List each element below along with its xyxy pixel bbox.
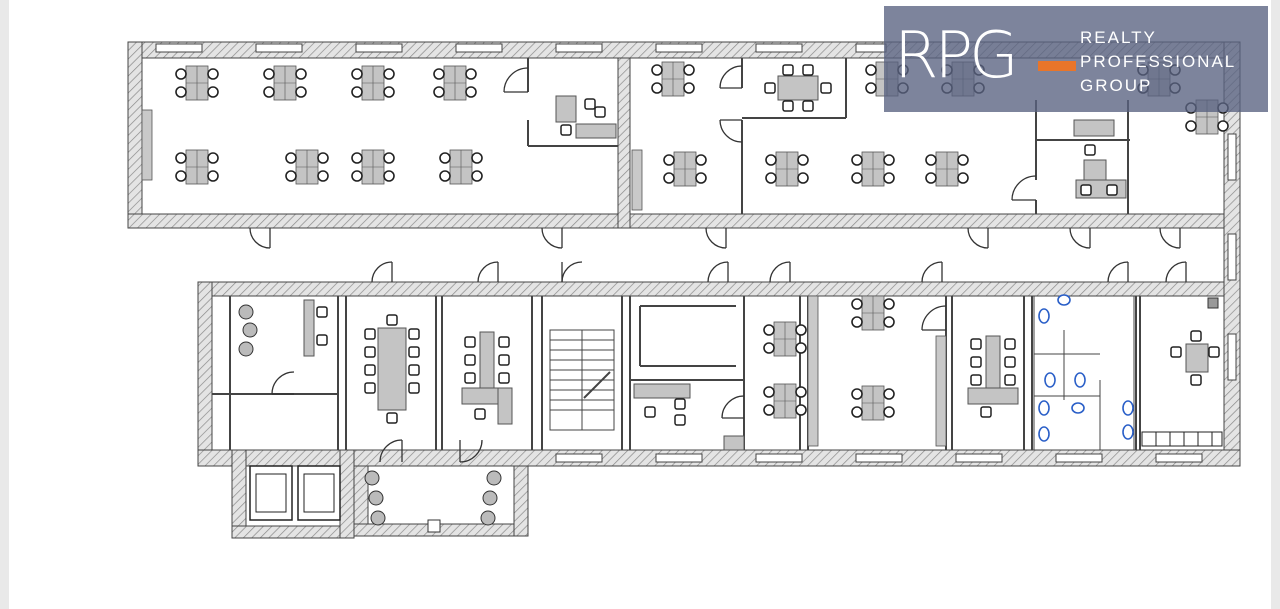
workstations-lower-right xyxy=(807,295,947,447)
meeting-room-2 xyxy=(461,331,513,425)
staircase xyxy=(549,329,615,431)
logo-line-professional: PROFESSIONAL xyxy=(1080,52,1237,71)
logo-banner: RPG REALTY PROFESSIONAL GROUP xyxy=(884,6,1268,112)
workstations-open-office-left xyxy=(141,65,483,185)
door-swings xyxy=(249,65,1187,463)
elevators xyxy=(249,465,341,521)
logo-wordmark: REALTY PROFESSIONAL GROUP xyxy=(1080,26,1266,98)
logo-accent-bar xyxy=(1038,61,1076,71)
logo-line-realty: REALTY xyxy=(1080,28,1157,47)
offices-top-right xyxy=(1073,61,1229,199)
page-border-right xyxy=(1271,0,1280,609)
meeting-room-1 xyxy=(364,314,420,424)
page-border-left xyxy=(0,0,9,609)
workstations-open-office-middle xyxy=(631,61,985,211)
windows xyxy=(155,43,1237,463)
logo-mark: RPG xyxy=(894,19,1019,93)
outer-walls xyxy=(127,41,1241,539)
office-far-right xyxy=(1141,297,1223,447)
reception-room xyxy=(633,321,807,451)
lower-left-room xyxy=(238,299,328,357)
restrooms xyxy=(1033,294,1135,451)
small-office-top-left xyxy=(555,95,617,139)
meeting-room-3 xyxy=(967,335,1019,418)
logo-line-group: GROUP xyxy=(1080,76,1153,95)
lower-annex-items xyxy=(364,470,502,533)
